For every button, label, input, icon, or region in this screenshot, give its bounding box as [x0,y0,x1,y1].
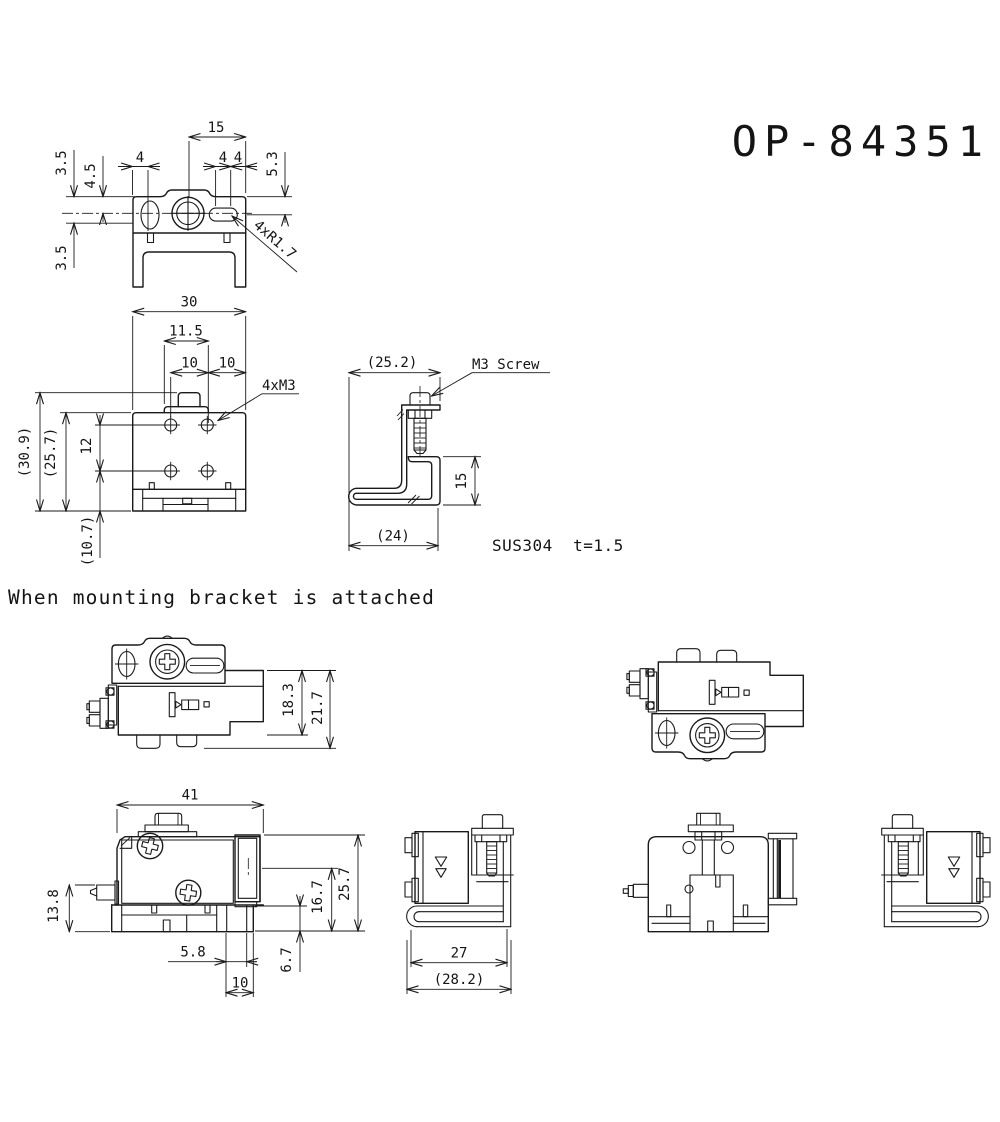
attached-side-view-part [404,814,514,928]
indicator-triangle [434,856,448,867]
connector-rear [632,883,649,898]
sensor-side [414,831,469,905]
dim-12: 12 [79,438,95,455]
bracket-top-view: 15 4 4 4 3.5 3.5 [54,120,299,288]
attached-side-view-mirrored [881,814,991,928]
dim-6-7: 6.7 [279,947,295,972]
material-note: SUS304 t=1.5 [492,536,624,555]
dim-16-7: 16.7 [310,880,326,914]
connector-body [99,697,109,729]
dim-21-7: 21.7 [310,691,326,725]
mount-plate [107,684,118,726]
dim-4-a: 4 [219,150,227,166]
attached-rear-view [622,812,798,933]
radius-note: 4xR1.7 [250,217,299,262]
dim-4-b: 4 [234,150,242,166]
dim-41: 41 [182,788,199,804]
dim-10-7: (10.7) [80,516,96,567]
bracket-top-view-part [62,189,252,288]
bracket-front-view-dimensions: 30 11.5 10 10 4xM3 (30.9) (25.7) [17,295,299,567]
mounting-holes [161,415,217,481]
dim-5-3: 5.3 [265,151,281,176]
thread-note: 4xM3 [262,378,296,394]
rail-clamp-foot [111,904,254,933]
dim-25-7-att: 25.7 [337,867,353,901]
dim-18-3: 18.3 [281,683,297,717]
cable-gland [136,734,161,749]
attached-front-view-dimensions: 41 13.8 25.7 16.7 6.7 5.8 10 [46,788,365,997]
dim-30: 30 [181,295,198,311]
dim-15-side: 15 [454,473,470,490]
attached-top-view-part [86,635,264,749]
sensor-body [117,669,264,736]
right-slot [208,207,238,222]
bracket-side-view-part [348,386,441,506]
bracket-side-view: (25.2) M3 Screw 15 (24) [349,355,550,551]
dim-15: 15 [208,120,225,136]
front-panel [121,839,234,904]
dim-5-8: 5.8 [180,945,205,961]
dim-25-7: (25.7) [43,428,59,479]
dim-10-right: 10 [219,356,236,372]
bracket-plate [111,637,226,684]
sensor-rear [647,836,769,933]
dim-10-att: 10 [232,976,249,992]
dim-25-2: (25.2) [367,355,418,371]
bracket-screw-head [154,812,183,826]
attached-front-view-part [89,812,264,933]
dim-10-left: 10 [181,356,198,372]
clamp-block [689,874,734,933]
part-number-title: OP-84351 [732,117,990,166]
display-window [168,692,176,718]
bracket-front-view-part [132,392,247,512]
dim-28-2: (28.2) [434,972,485,988]
bracket-flange [471,827,514,836]
bracket-side-view-dimensions: (25.2) M3 Screw 15 (24) [349,355,550,551]
dim-4-left: 4 [136,150,144,166]
screw-note: M3 Screw [472,357,540,373]
indicator-triangle [435,868,447,878]
dim-30-9: (30.9) [17,427,33,478]
phillips-cross [158,653,176,671]
attached-side-view-dimensions: 27 (28.2) [407,929,511,994]
bend-marks [396,409,420,505]
bracket-front-view: 30 11.5 10 10 4xM3 (30.9) (25.7) [17,295,299,567]
bracket-top-view-dimensions: 15 4 4 4 3.5 3.5 [54,120,299,273]
attached-top-view-dimensions: 18.3 21.7 [204,671,336,749]
section-heading: When mounting bracket is attached [8,586,435,609]
cable-gland [176,734,198,748]
dim-24: (24) [376,529,410,545]
dim-3-5-top: 3.5 [54,150,70,175]
dim-27: 27 [451,946,468,962]
dim-13-8: 13.8 [46,889,62,923]
connector [96,884,116,901]
dim-11-5: 11.5 [169,324,203,340]
attached-top-view-mirrored [626,648,804,762]
attached-front-view: 41 13.8 25.7 16.7 6.7 5.8 10 [46,788,365,997]
channel-legs [132,232,247,288]
dim-4-5: 4.5 [83,163,99,188]
dim-3-5-bottom: 3.5 [54,245,70,270]
